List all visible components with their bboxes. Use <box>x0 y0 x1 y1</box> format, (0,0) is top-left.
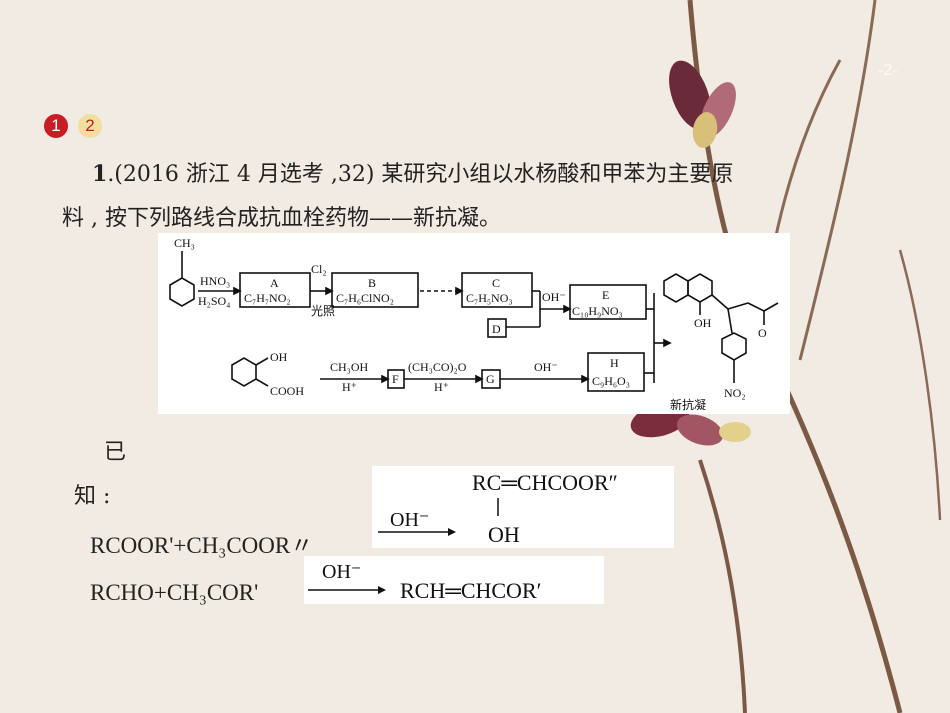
compound-f-label: F <box>392 372 399 386</box>
salicylic-cooh: COOH <box>270 384 304 398</box>
compound-g-label: G <box>486 372 495 386</box>
compound-c-formula: C₇H₅NO₃ <box>466 291 513 305</box>
reaction-2-product: RCH═CHCOR′ <box>400 578 541 603</box>
reaction-2-reactants: RCHO+CH₃COR' <box>90 580 259 605</box>
compound-h-formula: C₉H₆O₃ <box>592 374 630 388</box>
reaction-1-product-oh: OH <box>488 522 520 547</box>
reaction-1-panel: OH⁻ RC═CHCOOR″ OH <box>372 466 674 548</box>
question-line-2: 料 , 按下列路线合成抗血栓药物——新抗凝。 <box>62 206 501 231</box>
salicylic-oh: OH <box>270 350 288 364</box>
page-number: -2- <box>878 62 898 79</box>
salicylic-ring <box>231 357 257 387</box>
question-number: 1 <box>92 161 108 187</box>
product-oh: OH <box>694 316 712 330</box>
reagent-h2so4: H₂SO₄ <box>198 294 230 308</box>
compound-h-label: H <box>610 356 619 370</box>
compound-b-formula: C₇H₆ClNO₂ <box>336 291 394 305</box>
reaction-2-condition: OH⁻ <box>322 561 361 583</box>
reagent-oh-2: OH⁻ <box>534 360 558 374</box>
compound-a-label: A <box>270 276 279 290</box>
product-ring-c <box>721 332 747 361</box>
reaction-1-product: RC═CHCOOR″ <box>472 470 618 495</box>
reagent-h-1: H⁺ <box>342 380 357 394</box>
reaction-1-condition: OH⁻ <box>390 509 429 531</box>
reagent-h-2: H⁺ <box>434 380 449 394</box>
compound-b-label: B <box>368 276 376 290</box>
product-ring-a <box>663 273 689 303</box>
synthesis-scheme: CH₃ HNO₃ H₂SO₄ A C₇H₇NO₂ Cl₂ 光照 B C₇H₆Cl… <box>158 233 790 414</box>
known-char-2: 知 : <box>74 484 111 509</box>
compound-e-label: E <box>602 288 609 302</box>
reagent-cl2: Cl₂ <box>311 262 327 276</box>
reaction-1-reactants: RCOOR'+CH₃COOR〃 <box>90 533 314 558</box>
toluene-substituent: CH₃ <box>174 236 195 250</box>
product-ring-b <box>687 273 713 303</box>
question-text-1: .(2016 浙江 4 月选考 ,32) 某研究小组以水杨酸和甲苯为主要原 <box>107 162 734 187</box>
product-no2: NO₂ <box>724 386 746 400</box>
known-char-1: 已 <box>104 440 127 465</box>
reagent-oh-1: OH⁻ <box>542 290 566 304</box>
question-line-1: 1.(2016 浙江 4 月选考 ,32) 某研究小组以水杨酸和甲苯为主要原 <box>92 156 733 188</box>
product-ketone-o: O <box>758 326 767 340</box>
compound-a-formula: C₇H₇NO₂ <box>244 291 291 305</box>
reagent-methanol: CH₃OH <box>330 360 369 374</box>
product-name: 新抗凝 <box>670 397 706 412</box>
reagent-light: 光照 <box>311 304 335 318</box>
reagent-hno3: HNO₃ <box>200 274 230 288</box>
toluene-ring <box>169 277 195 307</box>
compound-c-label: C <box>492 276 500 290</box>
reaction-2-panel: OH⁻ RCH═CHCOR′ <box>304 556 604 604</box>
butterfly-top-icon <box>669 60 736 148</box>
compound-d-label: D <box>492 322 501 336</box>
slide-badge-1[interactable]: 1 <box>44 114 68 138</box>
reagent-anhydride: (CH₃CO)₂O <box>408 360 467 374</box>
slide-badge-2[interactable]: 2 <box>78 114 102 138</box>
compound-e-formula: C₁₀H₉NO₃ <box>572 304 623 318</box>
